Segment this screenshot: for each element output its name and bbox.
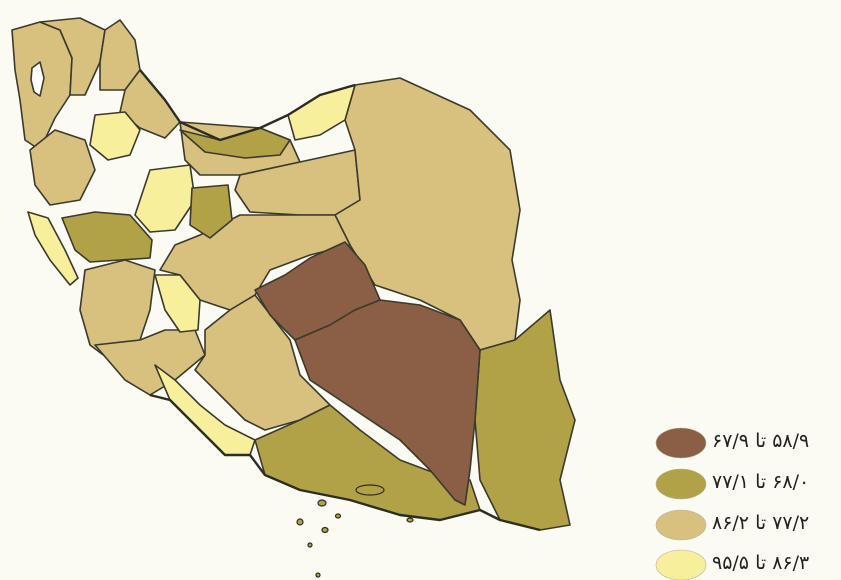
caspian-coastline bbox=[139, 69, 356, 142]
legend-swatch-3 bbox=[655, 509, 707, 541]
legend-label-1: ۵۸/۹ تا ۶۷/۹ bbox=[712, 430, 810, 452]
gulf-coastline bbox=[149, 393, 541, 532]
legend-swatch-1 bbox=[655, 427, 707, 459]
island-4 bbox=[321, 526, 329, 534]
legend-swatch-4 bbox=[655, 549, 707, 580]
island-3 bbox=[296, 518, 304, 526]
province-mazandaran-east[interactable] bbox=[287, 84, 356, 141]
legend-swatch-2 bbox=[655, 468, 707, 500]
legend-label-2: ۶۸/۰ تا ۷۷/۱ bbox=[712, 471, 810, 493]
province-kerman[interactable] bbox=[294, 299, 481, 506]
province-kordestan[interactable] bbox=[29, 129, 96, 206]
province-isfahan[interactable] bbox=[159, 214, 351, 311]
province-kermanshah[interactable] bbox=[61, 211, 153, 263]
island-1 bbox=[355, 484, 385, 496]
province-qazvin[interactable] bbox=[189, 184, 233, 239]
province-ilam[interactable] bbox=[27, 211, 79, 286]
island-6 bbox=[307, 542, 313, 548]
island-2 bbox=[317, 499, 327, 507]
island-7 bbox=[315, 572, 321, 578]
lake-urmia bbox=[30, 61, 45, 97]
province-east-azarbaijan[interactable] bbox=[39, 17, 106, 96]
legend-label-3: ۷۷/۲ تا ۸۶/۲ bbox=[712, 512, 810, 534]
province-tehran[interactable] bbox=[134, 164, 196, 233]
province-sistan-baluchestan[interactable] bbox=[474, 309, 576, 531]
island-5 bbox=[334, 513, 342, 519]
province-chaharmahal[interactable] bbox=[154, 274, 201, 333]
island-8 bbox=[406, 517, 414, 523]
legend-label-4: ۸۶/۳ تا ۹۵/۵ bbox=[712, 552, 810, 574]
province-zanjan[interactable] bbox=[89, 111, 141, 161]
